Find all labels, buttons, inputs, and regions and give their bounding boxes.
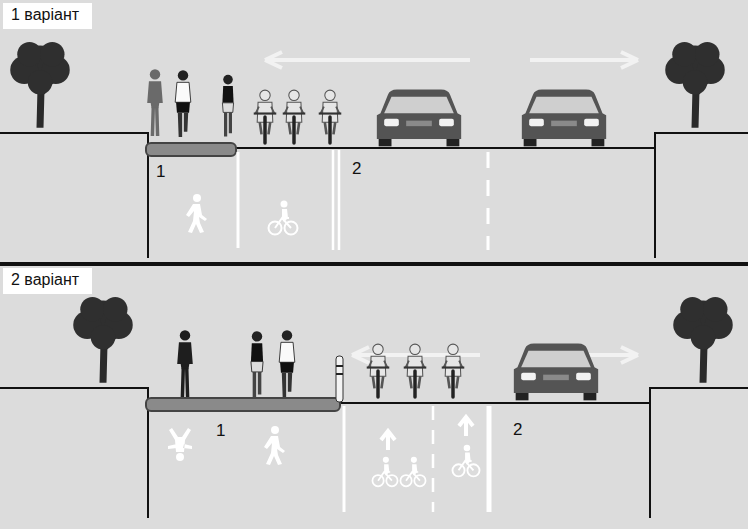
cyclist (319, 90, 342, 145)
buffer-line (487, 406, 492, 512)
car (514, 344, 598, 401)
cyclist (442, 344, 465, 399)
direction-arrow (265, 52, 470, 68)
dashed-line (432, 406, 435, 512)
lane-line (343, 406, 346, 512)
pedestrian (279, 330, 295, 397)
up-arrow (459, 417, 473, 436)
variant-title: 2 варіант (11, 271, 82, 289)
double-line (333, 150, 339, 250)
pedestrian-icon (186, 194, 207, 233)
car (377, 90, 461, 147)
pedestrian (147, 69, 163, 136)
bicycle-icon (372, 457, 397, 486)
lane-line (237, 152, 240, 248)
pedestrian (177, 330, 193, 397)
tree (10, 42, 70, 128)
callout-number: 2 (352, 160, 361, 177)
bollard-band (336, 366, 343, 374)
variant-title-box: 1 варіант (3, 3, 92, 29)
callout-number: 2 (513, 421, 522, 438)
cyclist (404, 344, 427, 399)
panel-divider (0, 262, 748, 266)
tree (73, 297, 133, 383)
cyclist (283, 90, 306, 145)
up-arrow (381, 431, 395, 450)
pedestrian (251, 331, 263, 398)
bollard (336, 356, 343, 402)
pedestrian (175, 70, 191, 137)
callout-number: 1 (216, 422, 225, 439)
pedestrian-icon (264, 426, 285, 465)
pedestrian (222, 75, 233, 137)
road-profile (0, 133, 748, 258)
bicycle-icon (269, 201, 298, 235)
bicycle-icon (400, 457, 425, 486)
sidewalk-highlight (146, 143, 236, 156)
tree (673, 297, 733, 383)
cyclist (367, 344, 390, 399)
tree (665, 42, 725, 128)
variant-title: 1 варіант (11, 6, 82, 24)
dashed-line (487, 152, 490, 250)
panel-ground (0, 266, 748, 529)
car (522, 90, 606, 147)
direction-arrow (530, 52, 638, 68)
cyclist (254, 90, 277, 145)
panel-ground (0, 0, 748, 262)
callout-number: 1 (156, 163, 165, 180)
fallen-person-icon (168, 428, 192, 461)
bicycle-icon (452, 445, 479, 477)
variant-title-box: 2 варіант (3, 268, 92, 294)
road-profile (0, 388, 748, 518)
sidewalk-highlight (146, 398, 340, 411)
